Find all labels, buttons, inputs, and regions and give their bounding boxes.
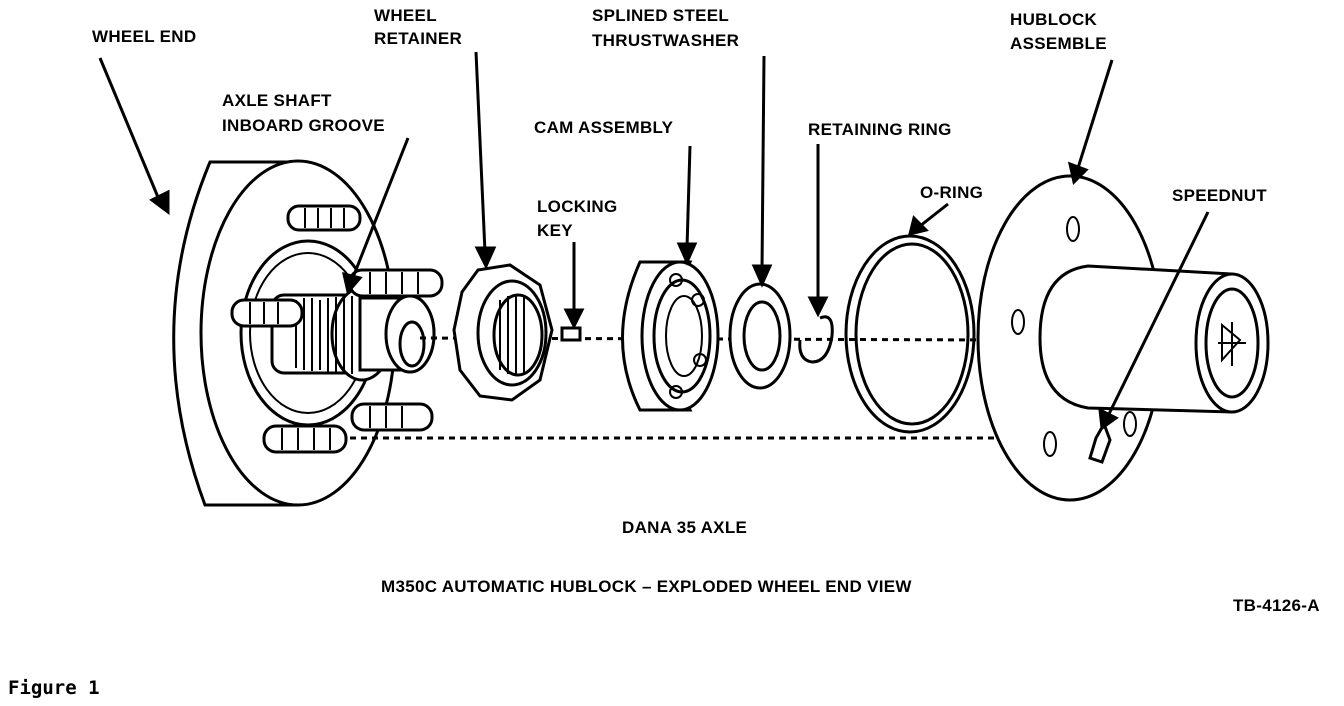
label-locking-line1: LOCKING bbox=[537, 197, 617, 216]
label-retaining-ring: RETAINING RING bbox=[808, 120, 952, 139]
label-wheel-retainer-line1: WHEEL bbox=[374, 6, 437, 25]
label-splined-line1: SPLINED STEEL bbox=[592, 6, 729, 25]
caption-ref: TB-4126-A bbox=[1233, 596, 1320, 615]
o-ring-part bbox=[844, 234, 976, 434]
locking-key-part bbox=[560, 326, 582, 342]
label-wheel-end: WHEEL END bbox=[92, 27, 196, 46]
retaining-ring-part bbox=[798, 315, 834, 364]
label-o-ring: O-RING bbox=[920, 183, 983, 202]
wheel-studs bbox=[230, 204, 444, 454]
wheel-retainer-part bbox=[452, 263, 554, 402]
label-cam-assembly: CAM ASSEMBLY bbox=[534, 118, 674, 137]
label-axle-shaft-groove: AXLE SHAFT INBOARD GROOVE bbox=[222, 91, 385, 135]
hublock-assembly-part bbox=[976, 174, 1270, 502]
label-splined-thrustwasher: SPLINED STEEL THRUSTWASHER bbox=[592, 6, 739, 50]
pointer-arrows bbox=[98, 51, 1210, 431]
caption-axle: DANA 35 AXLE bbox=[622, 518, 747, 537]
label-wheel-retainer-line2: RETAINER bbox=[374, 29, 462, 48]
label-hublock-line2: ASSEMBLE bbox=[1010, 34, 1107, 53]
label-locking-line2: KEY bbox=[537, 221, 573, 240]
label-hublock-line1: HUBLOCK bbox=[1010, 10, 1098, 29]
label-hublock-assemble: HUBLOCK ASSEMBLE bbox=[1010, 10, 1107, 53]
caption-title: M350C AUTOMATIC HUBLOCK – EXPLODED WHEEL… bbox=[381, 577, 912, 596]
wheel-end-hub bbox=[172, 159, 444, 507]
label-speednut: SPEEDNUT bbox=[1172, 186, 1267, 205]
label-axle-line2: INBOARD GROOVE bbox=[222, 116, 385, 135]
figure-label: Figure 1 bbox=[8, 677, 100, 699]
cam-assembly-part bbox=[621, 260, 720, 412]
label-splined-line2: THRUSTWASHER bbox=[592, 31, 739, 50]
label-axle-line1: AXLE SHAFT bbox=[222, 91, 332, 110]
label-wheel-retainer: WHEEL RETAINER bbox=[374, 6, 462, 48]
label-locking-key: LOCKING KEY bbox=[537, 197, 623, 240]
thrustwasher-part bbox=[728, 282, 792, 390]
